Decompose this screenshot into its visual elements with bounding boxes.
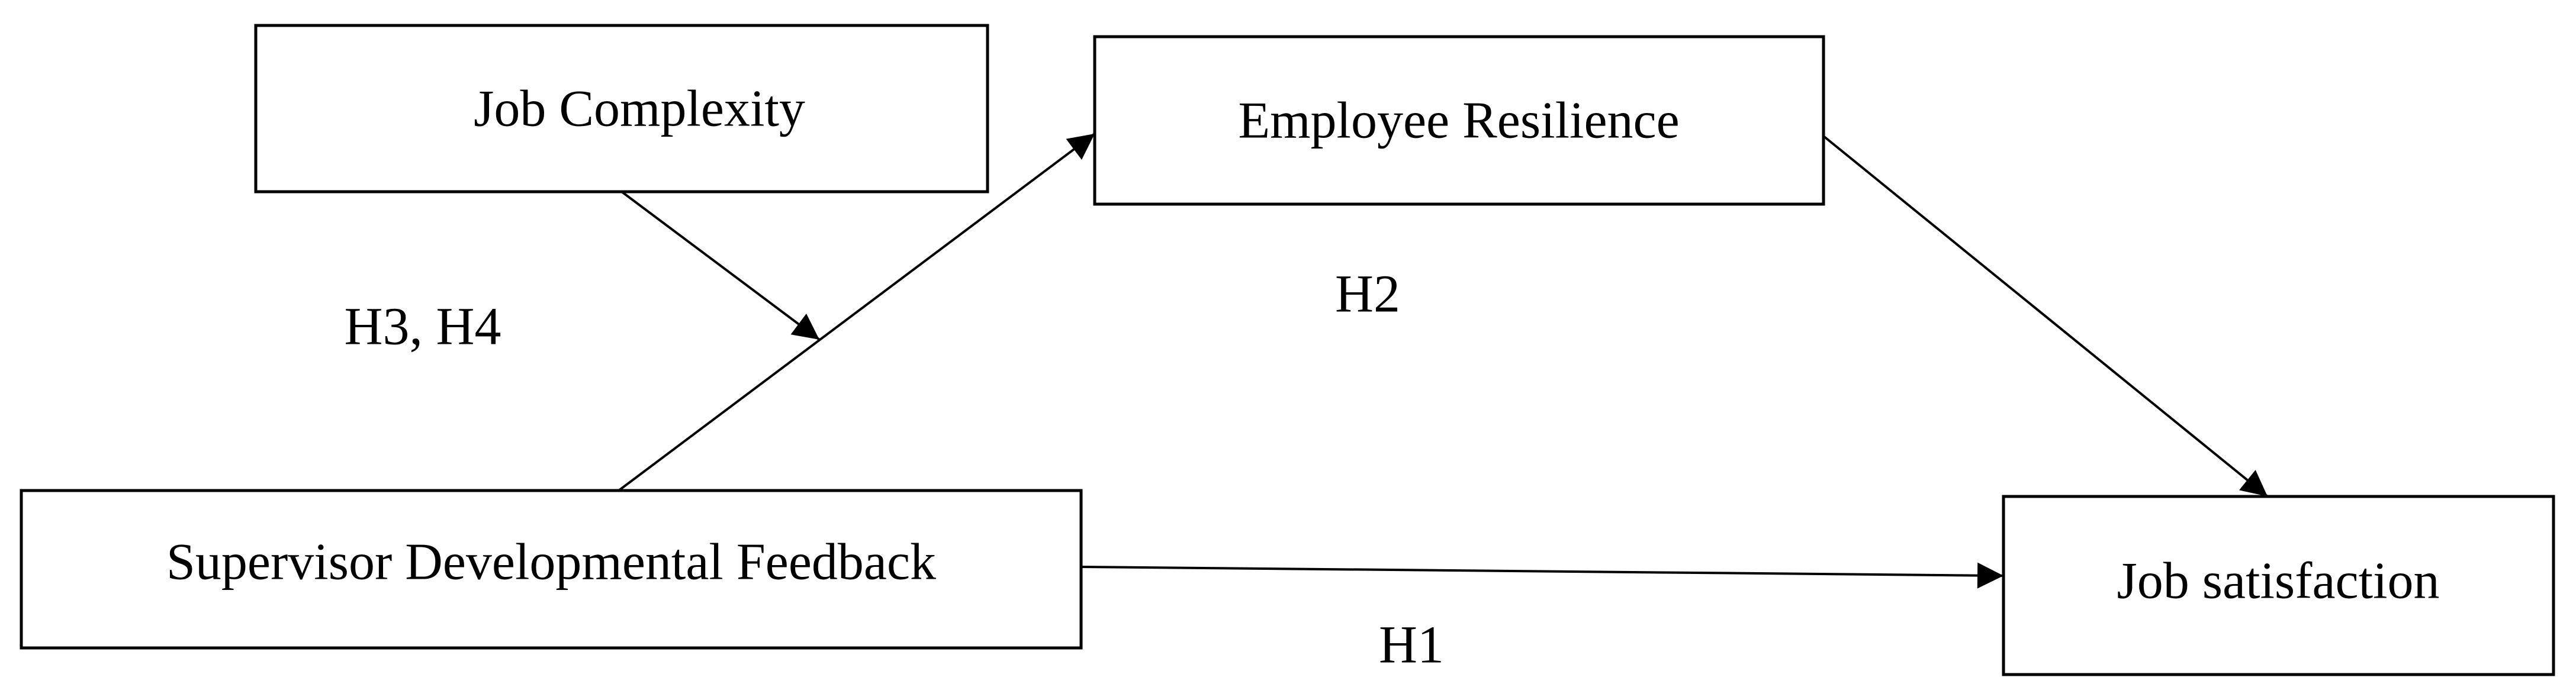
- edge-mediation-sdf-to-er: [618, 133, 1096, 492]
- node-label-job-satisfaction: Job satisfaction: [2117, 553, 2439, 610]
- node-box-job-complexity: [254, 24, 989, 193]
- edge-direct-sdf-to-js: [1080, 562, 2004, 589]
- edge-moderation-jc-to-path: [620, 191, 821, 341]
- node-label-supervisor-developmental-feedback: Supervisor Developmental Feedback: [166, 534, 936, 591]
- node-box-employee-resilience: [1093, 35, 1825, 206]
- edge-label-h3-h4: H3, H4: [345, 298, 501, 356]
- node-box-job-satisfaction: [2002, 495, 2555, 676]
- node-label-employee-resilience: Employee Resilience: [1238, 92, 1679, 150]
- edge-label-h1: H1: [1379, 616, 1444, 675]
- edge-mediation-er-to-js: [1822, 135, 2269, 498]
- edge-label-h2: H2: [1335, 265, 1400, 324]
- node-label-job-complexity: Job Complexity: [474, 80, 805, 138]
- node-box-supervisor-developmental-feedback: [20, 489, 1083, 650]
